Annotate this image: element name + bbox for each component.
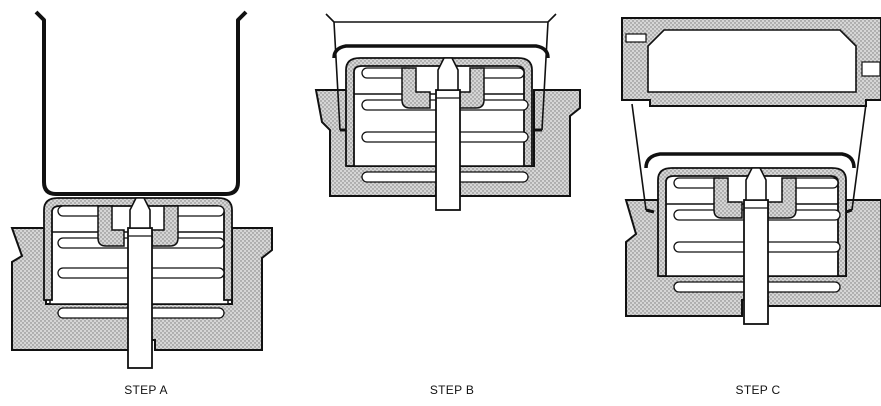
step-c-tool-slot-right: [861, 61, 881, 77]
step-c-tool-window: [647, 29, 857, 93]
step-c-label: STEP C: [735, 383, 781, 397]
step-c-tool-slot-left: [625, 33, 647, 43]
step-a-spring-seat: [97, 205, 179, 247]
step-a-label: STEP A: [124, 383, 168, 397]
step-a-cup: [34, 10, 248, 196]
step-a-stem: [127, 227, 153, 369]
step-c-retainer: [657, 167, 847, 277]
step-c-figure: [621, 17, 881, 325]
step-b-stem-tip: [437, 57, 459, 91]
step-b-figure: [314, 13, 581, 211]
step-a-retainer: [43, 197, 233, 301]
step-a-stem-tip: [129, 197, 151, 229]
step-b-stem: [435, 89, 461, 211]
step-c-stem-tip: [745, 167, 767, 201]
step-c-cup: [631, 103, 867, 211]
step-b-cup: [325, 13, 557, 131]
step-b-label: STEP B: [429, 383, 475, 397]
step-b-retainer: [345, 57, 533, 167]
step-c-stem: [743, 199, 769, 325]
step-a-figure: [10, 10, 273, 369]
step-c-spring-seat: [713, 177, 797, 219]
